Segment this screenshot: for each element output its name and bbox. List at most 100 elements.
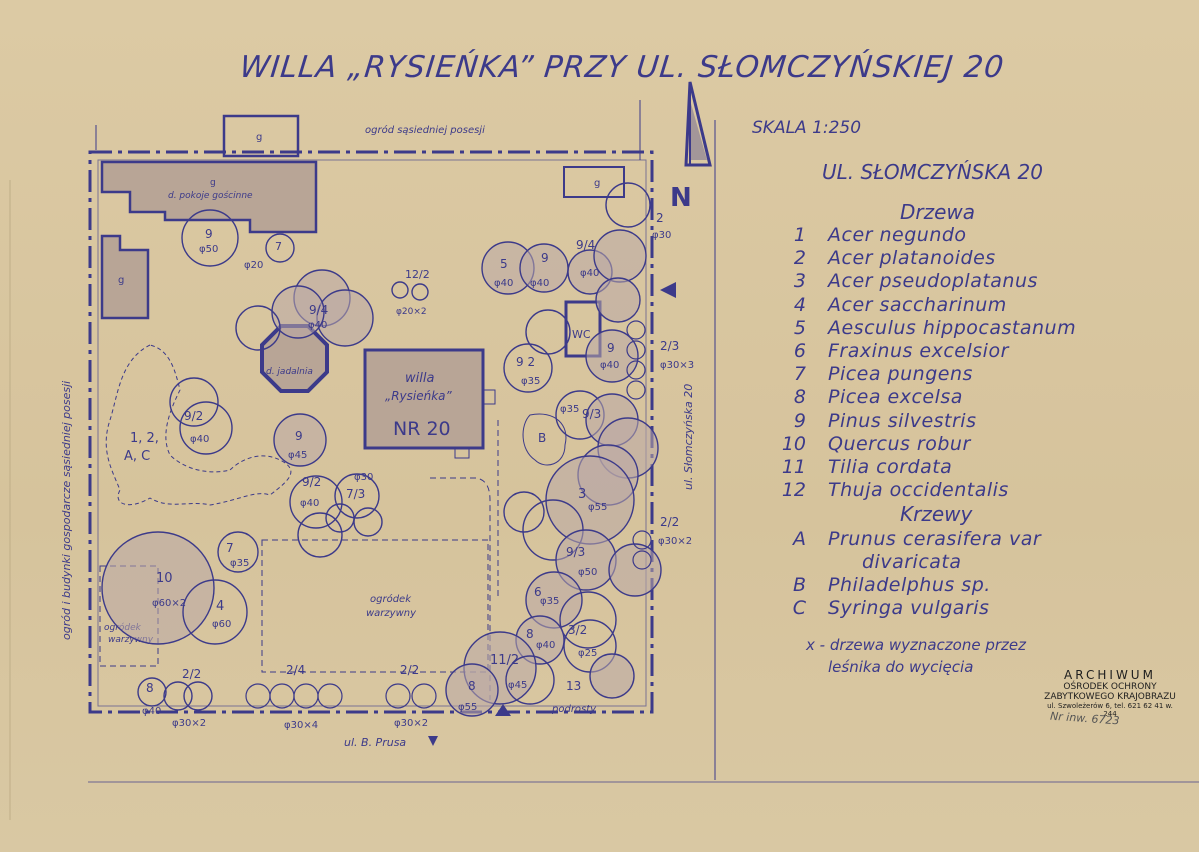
tree-label: 11/2	[490, 653, 519, 668]
tree-label: 2/2	[660, 515, 679, 529]
tree-labels: 9 φ50 7 φ20 9/4 φ40 12/2 φ20×2 9/2 φ40 9…	[142, 211, 694, 731]
entrance-arrow-south	[495, 704, 511, 716]
tree-label: 10	[156, 571, 173, 586]
villa-name: „Rysieńka”	[385, 389, 453, 403]
tree-label: 8	[526, 627, 534, 641]
legend-tree-name: Acer pseudoplatanus	[828, 270, 1038, 293]
legend-tree-number: 12	[781, 479, 806, 502]
legend-shrub-name: Prunus cerasifera var	[828, 527, 1042, 550]
tree-label: φ30×4	[284, 720, 318, 731]
tree-label: 9	[541, 251, 549, 265]
shrub-b-label: B	[538, 431, 546, 445]
tree-label: 9 2	[516, 355, 535, 369]
tree-label: 2/3	[660, 339, 679, 353]
legend-shrub-letter: A	[793, 527, 806, 550]
tree-label: 9/4	[309, 303, 328, 317]
tree-label: φ45	[288, 450, 307, 461]
neighbor-garage	[222, 114, 300, 158]
legend-shrubs-heading: Krzewy	[900, 502, 973, 527]
wc-building	[564, 300, 602, 358]
tree-label: φ40	[300, 498, 319, 509]
dining-label: d. jadalnia	[266, 367, 313, 377]
neighbor-garage-label: g	[256, 132, 262, 143]
guest-house	[100, 160, 318, 234]
tree-label: φ20×2	[396, 307, 427, 317]
legend-shrub-letter: C	[792, 597, 806, 620]
tree-label: φ25	[578, 648, 597, 659]
tree-label: φ40	[530, 278, 549, 289]
tree-label: 9	[607, 341, 615, 355]
tree-label: 8	[146, 681, 154, 695]
legend-tree-number: 10	[781, 432, 806, 455]
tree-label: 7	[275, 240, 282, 253]
stamp-line4: ul. Szwoleżerów 6, tel. 621 62 41 w. 244	[1047, 702, 1173, 718]
legend-shrub-letter: B	[792, 574, 806, 596]
legend-note-line1: x - drzewa wyznaczone przez	[806, 636, 1027, 654]
tree-label: φ40	[308, 320, 327, 331]
stamp-line1: ARCHIWUM	[1064, 668, 1156, 682]
tree-label: φ55	[588, 502, 607, 513]
legend-note-line2: leśnika do wycięcia	[828, 658, 974, 676]
tree-label: 9/3	[566, 545, 585, 559]
tree-label: 7/3	[346, 487, 365, 501]
tree-label: 4	[216, 599, 224, 614]
legend-tree-name: Pinus silvestris	[828, 409, 977, 432]
veg-garden-label-2: warzywny	[366, 608, 417, 619]
tree-label: φ60	[212, 619, 231, 630]
legend-tree-number: 11	[781, 456, 806, 478]
villa-label: willa	[405, 371, 434, 386]
legend-tree-number: 1	[793, 224, 806, 246]
legend-tree-name: Picea excelsa	[828, 386, 963, 409]
stamp-line2: OŚRODEK OCHRONY	[1063, 682, 1157, 692]
guest-house-label: d. pokoje gościnne	[168, 190, 253, 201]
tree-label: φ40	[142, 706, 161, 717]
legend-tree-number: 5	[793, 316, 806, 339]
legend-shrub-name: Syringa vulgaris	[828, 597, 990, 620]
legend-tree-number: 8	[793, 386, 806, 409]
wc-label: WC	[572, 328, 591, 341]
tree-label: φ40	[600, 360, 619, 371]
tree-canopies	[101, 182, 662, 717]
tree-label: 9/3	[582, 407, 601, 421]
left-side-label: ogród i budynki gospodarcze sąsiedniej p…	[60, 381, 73, 640]
villa	[363, 348, 485, 450]
tree-label: φ35	[540, 596, 559, 607]
tree-label: 2/4	[286, 663, 305, 677]
tree-label: φ45	[508, 680, 527, 691]
tree-label: φ50	[199, 244, 218, 255]
tree-label: φ30	[354, 472, 373, 483]
tree-label: φ30	[652, 230, 671, 241]
tree-label: 9/4	[576, 238, 595, 252]
legend-shrub-name: divaricata	[862, 550, 962, 573]
tree-label: 3	[578, 487, 586, 502]
legend-tree-name: Thuja occidentalis	[828, 479, 1009, 502]
tree-label: 13	[566, 679, 581, 693]
tree-label: φ35	[230, 558, 249, 569]
bottom-street-label: ul. B. Prusa	[344, 736, 406, 749]
tree-label: φ35	[521, 376, 540, 387]
legend-shrub-name: Philadelphus sp.	[828, 574, 991, 596]
tree-label: 9/2	[302, 475, 321, 489]
tree-label: 7	[226, 541, 234, 555]
hedge-label: podrosty	[551, 704, 597, 715]
legend-tree-number: 6	[793, 340, 806, 362]
tree-label: 2/2	[182, 667, 201, 681]
right-street-label: ul. Słomczyńska 20	[682, 384, 695, 490]
legend-tree-name: Quercus robur	[828, 432, 971, 455]
legend-tree-number: 4	[793, 293, 806, 316]
stamp-line3: ZABYTKOWEGO KRAJOBRAZU	[1044, 692, 1176, 702]
tree-label: φ30×2	[394, 718, 428, 729]
tree-label: φ50	[578, 567, 597, 578]
legend-tree-name: Acer negundo	[828, 224, 967, 246]
garage-right	[563, 166, 625, 198]
legend-tree-name: Fraxinus excelsior	[828, 340, 1009, 362]
tree-label: 9	[205, 227, 213, 241]
legend-tree-number: 9	[793, 409, 806, 432]
tree-label: 5	[500, 257, 508, 271]
shrub-group-label-1: 1, 2,	[130, 431, 159, 446]
tree-label: φ30×2	[658, 536, 692, 547]
address-label: UL. SŁOMCZYŃSKA 20	[822, 160, 1043, 184]
legend-tree-number: 2	[793, 247, 806, 270]
archive-stamp: ARCHIWUM OŚRODEK OCHRONY ZABYTKOWEGO KRA…	[1040, 668, 1180, 718]
